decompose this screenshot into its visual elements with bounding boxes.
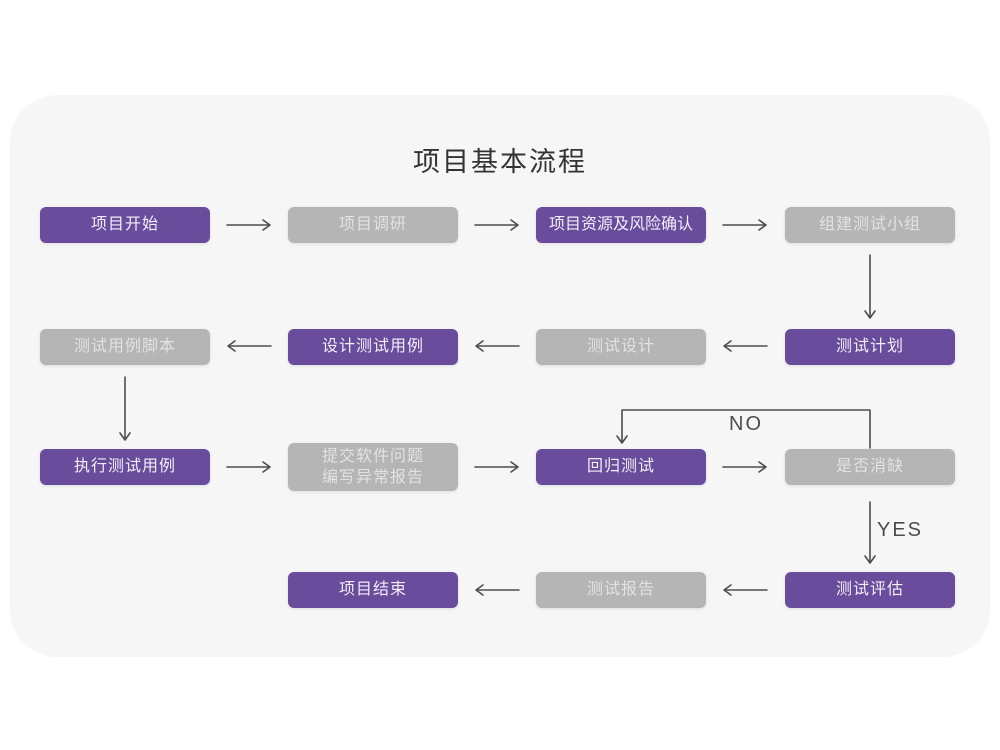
node-execute-test-cases: 执行测试用例 — [40, 449, 210, 485]
node-design-test-cases: 设计测试用例 — [288, 329, 458, 365]
node-submit-issue-report-line2: 编写异常报告 — [321, 469, 424, 486]
node-build-test-team: 组建测试小组 — [785, 207, 955, 243]
arrow-down-icon — [864, 501, 876, 564]
arrow-left-icon — [723, 584, 768, 596]
page-title: 项目基本流程 — [413, 147, 587, 177]
node-test-evaluation: 测试评估 — [785, 572, 955, 608]
arrow-down-icon — [119, 376, 131, 441]
node-test-report: 测试报告 — [536, 572, 706, 608]
arrow-left-icon — [475, 584, 520, 596]
branch-label-yes: YES — [877, 519, 924, 541]
arrow-right-icon — [474, 461, 519, 473]
node-test-case-scripts: 测试用例脚本 — [40, 329, 210, 365]
node-submit-issue-report-line1: 提交软件问题 — [321, 448, 424, 465]
node-regression-test: 回归测试 — [536, 449, 706, 485]
arrow-right-icon — [722, 219, 767, 231]
arrow-down-icon — [864, 254, 876, 319]
node-resource-risk-confirm: 项目资源及风险确认 — [536, 207, 706, 243]
node-defect-cleared-decision: 是否消缺 — [785, 449, 955, 485]
node-test-design: 测试设计 — [536, 329, 706, 365]
node-test-plan: 测试计划 — [785, 329, 955, 365]
arrow-left-icon — [723, 340, 768, 352]
arrow-right-icon — [226, 461, 271, 473]
node-submit-issue-report: 提交软件问题 编写异常报告 — [288, 443, 458, 491]
flowchart-card — [10, 95, 990, 657]
arrow-right-icon — [226, 219, 271, 231]
no-branch-connector — [616, 409, 871, 449]
arrow-left-icon — [227, 340, 272, 352]
arrow-right-icon — [474, 219, 519, 231]
node-project-end: 项目结束 — [288, 572, 458, 608]
node-project-start: 项目开始 — [40, 207, 210, 243]
arrow-left-icon — [475, 340, 520, 352]
branch-label-no: NO — [729, 413, 763, 435]
arrow-right-icon — [722, 461, 767, 473]
node-project-research: 项目调研 — [288, 207, 458, 243]
